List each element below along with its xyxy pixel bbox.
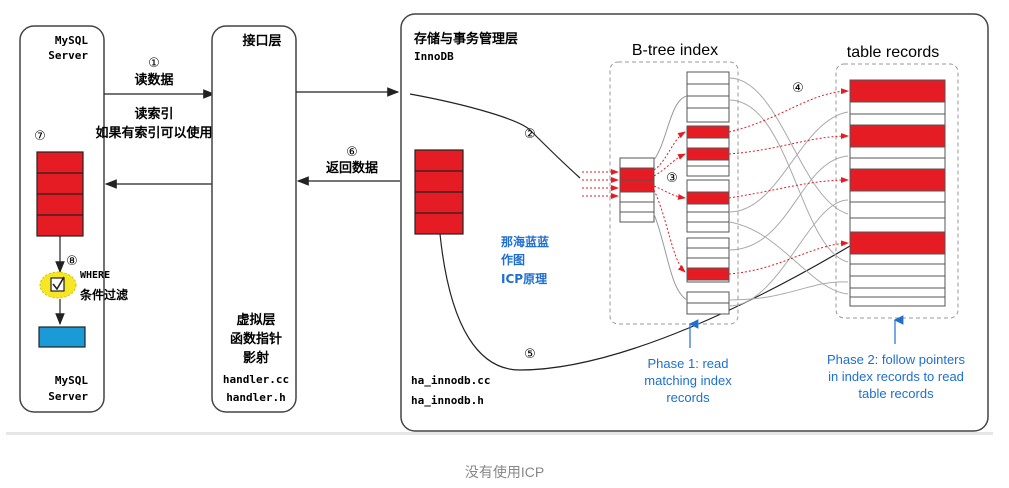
leaf-to-record-arrows	[728, 88, 849, 275]
mysql-label-bottom-1: MySQL	[55, 374, 88, 387]
filtered-output-box	[38, 326, 86, 348]
ha-innodb-cc-label: ha_innodb.cc	[411, 374, 490, 387]
use-index-label: 如果有索引可以使用	[95, 125, 212, 141]
handler-h-label: handler.h	[226, 391, 286, 404]
btree-leaf-node	[686, 179, 730, 233]
virtual-layer-label: 虚拟层	[236, 312, 275, 328]
scan-arrows	[582, 169, 619, 199]
ha-innodb-h-label: ha_innodb.h	[411, 394, 484, 407]
phase-2-line-1: Phase 2: follow pointers	[827, 352, 966, 367]
step-6-marker: ⑥	[346, 145, 358, 160]
where-label: WHERE	[80, 270, 110, 281]
author-label-2: 作图	[501, 252, 525, 267]
read-index-label: 读索引	[134, 106, 173, 122]
step-4-marker: ④	[792, 81, 804, 96]
server-row-buffer	[36, 151, 84, 237]
handler-cc-label: handler.cc	[223, 373, 289, 386]
leaf-to-record-lines	[728, 77, 849, 307]
btree-leaf-node	[686, 237, 730, 283]
btree-leaf-node	[686, 125, 730, 177]
step-8-marker: ⑧	[66, 254, 78, 269]
phase-1-line-3: records	[666, 390, 710, 405]
btree-index-region	[609, 61, 739, 325]
mysql-label-top-1: MySQL	[55, 34, 88, 47]
step-2-marker: ②	[524, 127, 536, 142]
figure-divider	[6, 432, 993, 435]
table-records-title: table records	[847, 44, 940, 61]
author-label-1: 那海蓝蓝	[501, 234, 549, 249]
phase-1-line-1: Phase 1: read	[648, 356, 729, 371]
figure-caption: 没有使用ICP	[464, 464, 545, 480]
step-7-marker: ⑦	[34, 129, 46, 144]
step-3-marker: ③	[666, 171, 678, 186]
read-data-label: 读数据	[134, 72, 173, 88]
step-5-path	[439, 233, 861, 371]
interface-layer-box	[211, 25, 297, 413]
phase-2-line-3: table records	[858, 386, 934, 401]
interface-layer-title: 接口层	[242, 33, 281, 49]
root-to-leaf-lines	[653, 95, 688, 301]
innodb-label: InnoDB	[414, 50, 454, 63]
mysql-label-bottom-2: Server	[48, 390, 88, 403]
step-5-marker: ⑤	[524, 347, 536, 362]
storage-layer-title: 存储与事务管理层	[414, 31, 518, 47]
func-ptr-label: 函数指针	[230, 331, 282, 347]
filter-label: 条件过滤	[79, 287, 128, 302]
mapping-label: 影射	[243, 350, 269, 366]
btree-index-title: B-tree index	[632, 42, 718, 59]
step-2-path	[409, 93, 581, 179]
mysql-label-top-2: Server	[48, 49, 88, 62]
step-1-marker: ①	[148, 56, 160, 71]
phase-1-line-2: matching index	[644, 373, 732, 388]
innodb-row-buffer	[414, 149, 464, 235]
check-icon	[39, 271, 77, 299]
btree-root-node	[619, 157, 655, 223]
return-data-label: 返回数据	[326, 160, 378, 176]
table-records-stack	[849, 79, 946, 307]
phase-2-line-2: in index records to read	[828, 369, 964, 384]
root-to-leaf-arrows	[653, 131, 686, 273]
author-label-3: ICP原理	[501, 272, 547, 286]
btree-leaf-node	[686, 71, 730, 123]
btree-leaf-node	[686, 291, 730, 315]
